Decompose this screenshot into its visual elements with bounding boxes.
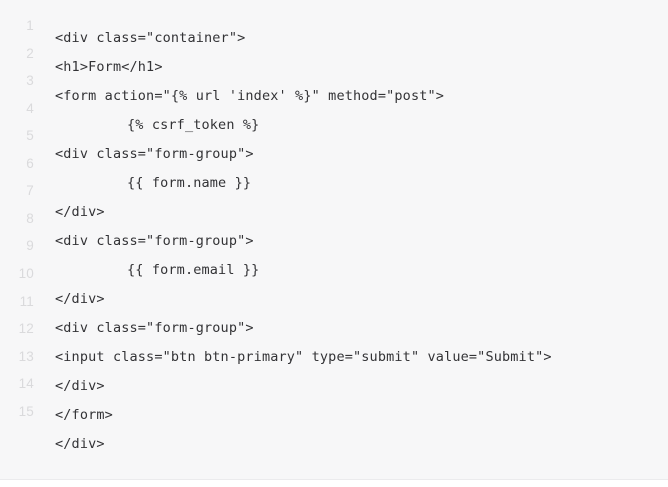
code-line[interactable]: <input class="btn btn-primary" type="sub… [55, 349, 552, 365]
code-line[interactable]: <form action="{% url 'index' %}" method=… [55, 88, 445, 104]
line-number: 2 [26, 45, 34, 61]
code-line[interactable]: </div> [55, 291, 105, 307]
line-number: 13 [18, 348, 34, 364]
line-number: 4 [26, 100, 34, 116]
line-number: 3 [26, 73, 34, 89]
code-line[interactable]: {{ form.name }} [127, 175, 252, 191]
line-number: 11 [19, 293, 34, 309]
code-line[interactable]: </div> [55, 378, 105, 394]
code-line[interactable]: <h1>Form</h1> [55, 59, 163, 75]
code-line[interactable]: <div class="form-group"> [55, 146, 254, 162]
line-number: 9 [26, 238, 34, 254]
line-number: 5 [26, 128, 34, 144]
line-number: 7 [26, 183, 34, 199]
viewer-footer-divider [0, 479, 668, 487]
code-line[interactable]: <div class="form-group"> [55, 233, 254, 249]
line-number: 6 [26, 155, 34, 171]
line-number: 8 [26, 210, 34, 226]
code-line[interactable]: <div class="container"> [55, 30, 246, 46]
line-number: 1 [26, 18, 34, 33]
code-line[interactable]: </form> [55, 407, 113, 423]
line-number: 15 [18, 403, 34, 419]
code-line[interactable]: <div class="form-group"> [55, 320, 254, 336]
line-number: 10 [18, 265, 34, 281]
code-line[interactable]: </div> [55, 204, 105, 220]
code-line[interactable]: </div> [55, 436, 105, 452]
line-number: 12 [18, 321, 34, 337]
code-line[interactable]: {% csrf_token %} [127, 117, 260, 133]
code-line[interactable]: {{ form.email }} [127, 262, 260, 278]
line-number: 14 [18, 376, 34, 392]
